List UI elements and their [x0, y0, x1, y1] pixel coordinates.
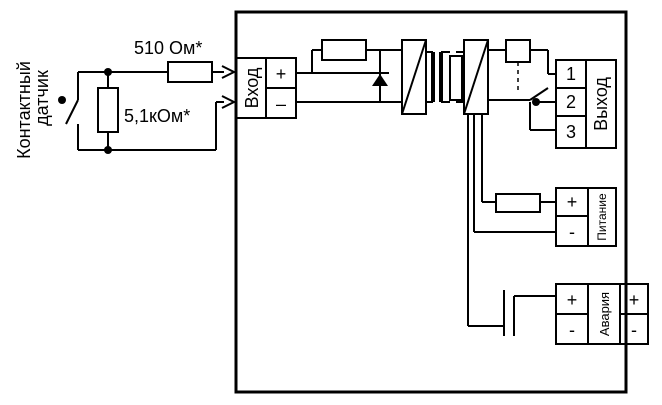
- power-fuse: [495, 193, 541, 213]
- series-resistor-label: 510 Ом*: [134, 38, 202, 58]
- output-terminal-3: 3: [566, 122, 576, 142]
- power-plus: +: [567, 192, 578, 212]
- input-arrow-plus: [221, 65, 237, 79]
- power-minus: -: [569, 222, 575, 242]
- transformer-core: [449, 55, 463, 101]
- sensor-label-line1: Контактный: [14, 61, 34, 159]
- contact-dot: [58, 96, 66, 104]
- converter-right: [463, 39, 489, 115]
- converter-left: [401, 39, 427, 115]
- external-circuit: Контактный датчик 5,1кОм* 510 Ом*: [14, 38, 237, 159]
- output-terminal-2: 2: [566, 92, 576, 112]
- series-resistor: [167, 61, 213, 83]
- input-title: Вход: [242, 67, 262, 108]
- internal-circuit: [296, 39, 556, 336]
- relay-coil: [505, 39, 531, 63]
- alarm-title: Авария: [597, 292, 612, 336]
- parallel-resistor: [97, 87, 119, 133]
- output-block: 1 2 3 Выход: [555, 59, 617, 149]
- parallel-resistor-label: 5,1кОм*: [124, 106, 190, 126]
- diode-symbol: [372, 74, 388, 86]
- internal-resistor: [321, 39, 367, 61]
- power-title: Питание: [595, 193, 609, 241]
- input-block: Вход + –: [235, 57, 297, 119]
- input-minus: –: [276, 94, 286, 114]
- alarm-block: + - Авария + -: [555, 283, 649, 345]
- input-plus: +: [276, 64, 287, 84]
- device-enclosure: [234, 10, 628, 394]
- alarm-minus-right: -: [631, 320, 637, 340]
- sensor-label-line2: датчик: [32, 70, 52, 126]
- output-title: Выход: [591, 77, 611, 131]
- power-block: + - Питание: [555, 187, 617, 247]
- alarm-plus-right: +: [629, 290, 640, 310]
- output-terminal-1: 1: [566, 64, 576, 84]
- input-arrow-minus: [221, 95, 237, 109]
- contact-switch: [58, 72, 79, 150]
- alarm-minus: -: [569, 320, 575, 340]
- alarm-plus: +: [567, 290, 578, 310]
